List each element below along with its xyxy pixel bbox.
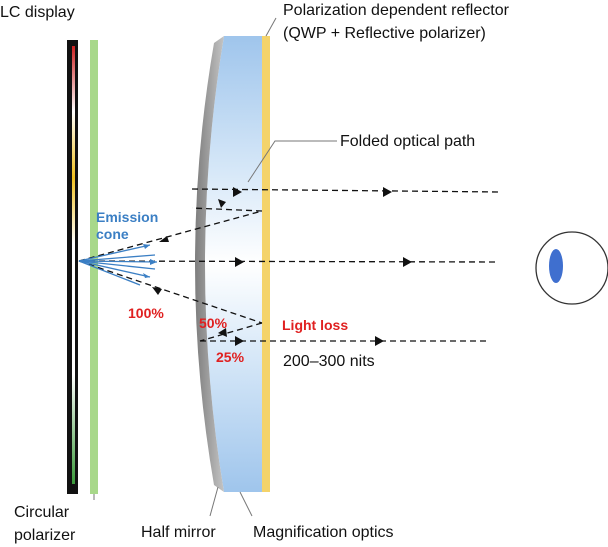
leader-reflector	[265, 17, 277, 37]
ray-lower-to-lens	[78, 260, 263, 324]
arrow-loss-2	[235, 336, 244, 346]
percent-100-label: 100%	[128, 305, 164, 321]
arrow-center-2	[403, 257, 412, 267]
ray-paths	[78, 188, 501, 342]
emission-cone	[78, 244, 158, 286]
reflector-label-line1: Polarization dependent reflector	[283, 2, 510, 19]
leader-half-mirror	[209, 486, 219, 517]
arrow-lower-1	[152, 287, 162, 295]
percent-50-label: 50%	[199, 315, 228, 331]
ray-reflected-back	[191, 207, 263, 212]
arrow-loss-3	[375, 336, 384, 346]
arrow-folded-2	[383, 187, 392, 197]
lc-display-color-strip	[72, 46, 75, 484]
magnification-label: Magnification optics	[253, 524, 394, 541]
leader-lines	[93, 17, 337, 517]
lc-display-label: LC display	[0, 4, 75, 21]
leader-folded-path	[247, 140, 337, 183]
circular-polarizer-label-line1: Circular	[14, 504, 70, 521]
nits-label: 200–300 nits	[283, 353, 375, 370]
circular-polarizer-label-line2: polarizer	[14, 527, 76, 544]
emission-cone-arrowheads	[143, 244, 157, 278]
reflector-plate	[262, 36, 270, 492]
arrow-upper-2	[218, 199, 226, 208]
ray-folded-out	[191, 188, 501, 193]
ray-loss-reflection	[199, 322, 263, 342]
eye-outline	[535, 231, 608, 305]
light-loss-label: Light loss	[282, 317, 348, 333]
percent-25-label: 25%	[216, 349, 245, 365]
ray-upper-to-lens	[78, 210, 263, 262]
arrow-center-1	[235, 257, 244, 267]
folded-path-label: Folded optical path	[340, 133, 475, 150]
half-mirror-label: Half mirror	[141, 524, 216, 541]
arrow-loss-1	[218, 328, 227, 337]
magnification-lens	[205, 36, 264, 492]
eye-pupil	[549, 249, 563, 283]
half-mirror-surface	[195, 36, 224, 492]
reflector-label-line2: (QWP + Reflective polarizer)	[283, 25, 486, 42]
ray-arrowheads	[152, 187, 412, 346]
arrow-folded-1	[233, 187, 242, 197]
arrow-upper-1	[159, 236, 169, 242]
emission-label-line1: Emission	[96, 209, 158, 225]
leader-magnification	[239, 491, 253, 517]
emission-label-line2: cone	[96, 226, 129, 242]
